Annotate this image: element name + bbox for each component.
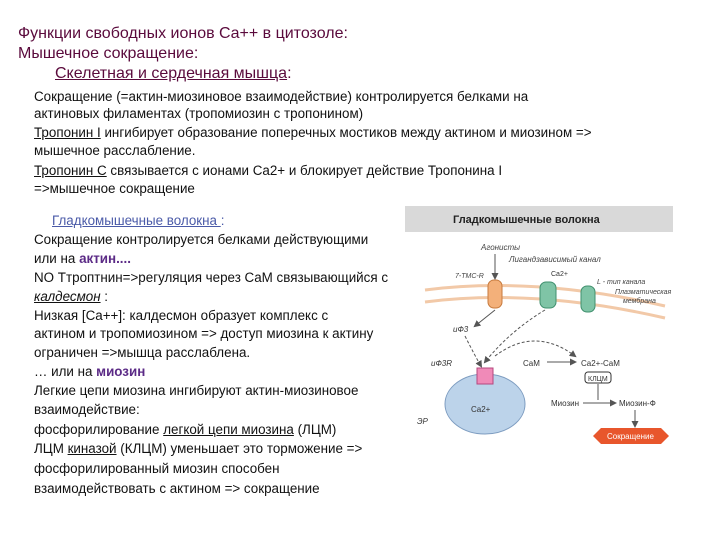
kinase-link[interactable]: киназой [67,441,117,456]
ca-label-top: Ca2+ [551,271,568,278]
troponin-c-text: связывается с ионами Ca2+ и блокирует де… [106,163,503,178]
receptor-label: 7-TMC-R [455,273,484,280]
smooth-text-11-pre: фосфорилирование [34,422,164,437]
smooth-text-block: Сокращение контролируется белками действ… [34,232,400,502]
skeletal-text-3: Тропонин I ингибирует образование попере… [34,125,592,141]
ca-to-cam-arrow [494,340,577,358]
smooth-muscle-link[interactable]: Гладкомышечные волокна [52,213,221,228]
smooth-muscle-diagram: Гладкомышечные волокна Агонисты Лигандза… [405,206,677,464]
smooth-text-4: калдесмон : [34,289,108,305]
cam-label: CaM [523,359,540,368]
actin-keyword: актин.... [79,251,131,266]
smooth-text-5: Низкая [Ca++]: калдесмон образует компле… [34,308,329,323]
section-heading: Мышечное сокращение: [18,45,199,62]
troponin-i-text: ингибирует образование поперечных мостик… [100,125,592,140]
skeletal-text-2: актиновых филаментах (тропомиозин с троп… [34,106,364,121]
myosin-keyword: миозин [96,364,146,379]
smooth-text-7: ограничен =>мышца расслаблена. [34,345,251,360]
smooth-text-2: или на актин.... [34,251,131,267]
skeletal-cardiac-link[interactable]: Скелетная и сердечная мышца [55,65,288,82]
skeletal-text-5: Тропонин С связывается с ионами Ca2+ и б… [34,163,502,179]
caldesmon-link[interactable]: калдесмон [34,289,101,304]
heading-colon: : [287,65,292,82]
ip3-arrow [473,309,496,328]
smooth-text-11-rest: (ЛЦМ) [293,422,337,437]
ca-label-er: Ca2+ [471,405,491,414]
agonists-label: Агонисты [480,243,520,252]
skeletal-text-4: мышечное расслабление. [34,143,196,158]
slide-title: Функции свободных ионов Ca++ в цитозоле: [18,25,348,42]
smooth-text-6: актином и тропомиозином => доступ миозин… [34,326,374,341]
ligand-gated-channel [539,281,557,309]
ip3-receptor [476,367,494,385]
myosin-label: Миозин [551,399,579,408]
smooth-text-8: … или на миозин [34,364,145,380]
smooth-text-12: ЛЦМ киназой (КЛЦМ) уменьшает это торможе… [34,441,362,457]
diagram-title-bar [405,206,673,232]
contraction-label: Сокращение [607,432,654,441]
troponin-i-link[interactable]: Тропонин I [34,125,101,140]
ip3-label: иФ3 [453,325,469,334]
subsection-heading: Скелетная и сердечная мышца: [55,64,292,83]
smooth-text-14: взаимодействовать с актином => сокращени… [34,481,320,496]
ip3-to-receptor-arrow [464,335,483,368]
mlck-box [584,371,612,384]
l-type-label: L - тип канала [597,279,645,286]
ligand-channel-label: Лигандзависимый канал [508,255,601,264]
skeletal-text-1: Сокращение (=актин-миозиновое взаимодейс… [34,89,529,104]
caldesmon-colon: : [100,289,109,304]
mlck-label: КЛЦМ [588,376,608,383]
smooth-text-2-pre: или на [34,251,80,266]
troponin-c-link[interactable]: Тропонин С [34,163,107,178]
ca-influx-arrow [483,309,546,364]
skeletal-text-6: =>мышечное сокращение [34,181,195,196]
er-label: ЭР [417,417,429,426]
ca-cam-label: Ca2+-CaM [581,359,620,368]
receptor-7tmc [487,279,503,309]
smooth-text-1: Сокращение контролируется белками действ… [34,232,369,247]
smooth-text-3: NO Ттроптнин=>регуляция через CaM связыв… [34,270,389,285]
l-type-channel [580,285,596,313]
smooth-text-8-pre: … или на [34,364,97,379]
mlc-link[interactable]: легкой цепи миозина [163,422,294,437]
smooth-text-12-rest: (КЛЦМ) уменьшает это торможение => [116,441,363,456]
contraction-box [593,428,669,444]
diagram-title: Гладкомышечные волокна [453,214,601,226]
smooth-colon: : [220,213,225,228]
diagram-svg: Гладкомышечные волокна Агонисты Лигандза… [405,206,673,444]
membrane-label-2: мембрана [623,297,656,305]
smooth-text-12-pre: ЛЦМ [34,441,68,456]
smooth-text-11: фосфорилирование легкой цепи миозина (ЛЦ… [34,422,336,438]
smooth-text-10: взаимодействие: [34,402,140,417]
ip3r-label: иФ3R [431,359,452,368]
membrane-label-1: Плазматическая [615,289,671,296]
smooth-text-9: Легкие цепи миозина ингибируют актин-мио… [34,383,359,398]
myosin-p-label: Миозин-Ф [619,399,656,408]
smooth-text-13: фосфорилированный миозин способен [34,461,280,476]
smooth-muscle-heading: Гладкомышечные волокна : [52,213,224,229]
